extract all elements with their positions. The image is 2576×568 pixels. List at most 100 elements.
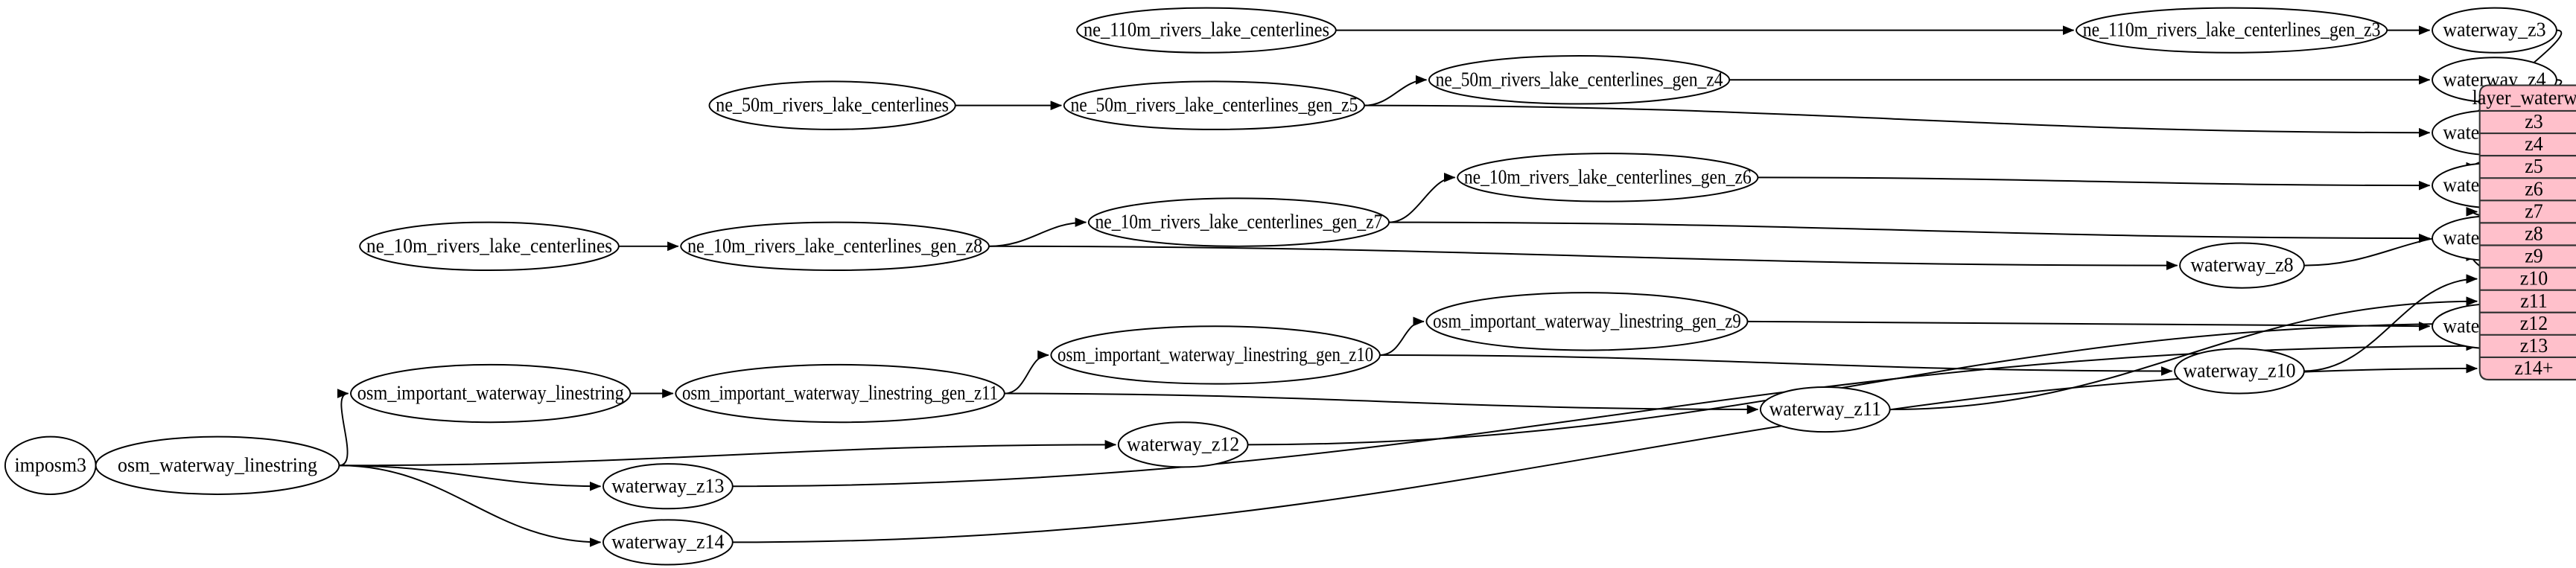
node-osm_important_waterway_linestring_gen_z11[interactable]: osm_important_waterway_linestring_gen_z1…: [675, 363, 1005, 424]
node-shape-ne_110m_rivers_lake_centerlines[interactable]: [1076, 7, 1337, 54]
node-osm_waterway_linestring[interactable]: osm_waterway_linestring: [95, 435, 340, 495]
edge-waterway_z14-to-layer_waterway-z14+: [732, 363, 2478, 543]
node-shape-waterway_z8[interactable]: [2179, 242, 2305, 289]
node-shape-osm_waterway_linestring[interactable]: [95, 435, 340, 495]
edge-osm_waterway_linestring-to-osm_important_waterway_linestring: [337, 389, 349, 467]
record-table-layer: layer_waterwayz3z4z5z6z7z8z9z10z11z12z13…: [2472, 84, 2576, 381]
edge-waterway_z12-to-layer_waterway-z12: [1247, 319, 2478, 446]
node-shape-ne_110m_rivers_lake_centerlines_gen_z3[interactable]: [2076, 7, 2388, 54]
node-waterway_z11[interactable]: waterway_z11: [1759, 386, 1891, 433]
node-ne_10m_rivers_lake_centerlines_gen_z8[interactable]: ne_10m_rivers_lake_centerlines_gen_z8: [680, 221, 990, 272]
node-label-waterway_z10: waterway_z10: [2183, 359, 2295, 382]
node-label-waterway_z8: waterway_z8: [2190, 253, 2293, 276]
edges-layer: [92, 25, 2563, 547]
node-shape-osm_important_waterway_linestring_gen_z11[interactable]: [675, 363, 1005, 424]
node-waterway_z10[interactable]: waterway_z10: [2174, 348, 2305, 395]
edge-osm_important_waterway_linestring_gen_z9-to-waterway_z9: [1747, 320, 2431, 331]
node-shape-osm_important_waterway_linestring_gen_z9[interactable]: [1425, 292, 1749, 351]
node-shape-waterway_z13[interactable]: [602, 463, 734, 510]
record-row-z7[interactable]: z7: [2525, 200, 2542, 223]
node-shape-waterway_z10[interactable]: [2174, 348, 2305, 395]
node-label-waterway_z14: waterway_z14: [611, 530, 724, 553]
edge-ne_10m_rivers_lake_centerlines_gen_z7-to-waterway_z7: [1389, 221, 2431, 243]
edge-ne_10m_rivers_lake_centerlines_gen_z7-to-ne_10m_rivers_lake_centerlines_gen_z6: [1389, 173, 1456, 223]
node-shape-ne_10m_rivers_lake_centerlines[interactable]: [359, 221, 620, 272]
node-osm_important_waterway_linestring[interactable]: osm_important_waterway_linestring: [350, 363, 632, 424]
record-row-z10[interactable]: z10: [2520, 267, 2548, 290]
node-label-waterway_z11: waterway_z11: [1769, 398, 1881, 421]
record-row-z6[interactable]: z6: [2525, 177, 2542, 200]
node-label-ne_10m_rivers_lake_centerlines_gen_z7: ne_10m_rivers_lake_centerlines_gen_z7: [1095, 210, 1382, 233]
node-ne_10m_rivers_lake_centerlines_gen_z7[interactable]: ne_10m_rivers_lake_centerlines_gen_z7: [1087, 197, 1390, 247]
edge-osm_important_waterway_linestring_gen_z10-to-osm_important_waterway_linestring_gen_z9: [1379, 316, 1425, 356]
node-ne_50m_rivers_lake_centerlines[interactable]: ne_50m_rivers_lake_centerlines: [708, 80, 956, 130]
record-row-z3[interactable]: z3: [2525, 109, 2542, 133]
edge-ne_10m_rivers_lake_centerlines_gen_z8-to-ne_10m_rivers_lake_centerlines_gen_z7: [988, 217, 1087, 247]
edge-osm_waterway_linestring-to-waterway_z13: [339, 465, 602, 491]
edge-osm_important_waterway_linestring_gen_z11-to-osm_important_waterway_linestring_gen_z10: [1004, 350, 1049, 395]
node-label-waterway_z12: waterway_z12: [1127, 433, 1239, 456]
node-label-waterway_z3: waterway_z3: [2443, 18, 2545, 41]
record-row-z11[interactable]: z11: [2520, 289, 2547, 312]
node-shape-osm_important_waterway_linestring[interactable]: [350, 363, 632, 424]
edge-waterway_z13-to-layer_waterway-z13: [732, 341, 2478, 488]
record-row-z4[interactable]: z4: [2525, 133, 2542, 156]
edge-osm_waterway_linestring-to-waterway_z12: [339, 439, 1117, 467]
record-row-z8[interactable]: z8: [2525, 222, 2542, 245]
node-waterway_z8[interactable]: waterway_z8: [2179, 242, 2305, 289]
node-label-ne_10m_rivers_lake_centerlines_gen_z6: ne_10m_rivers_lake_centerlines_gen_z6: [1464, 165, 1752, 188]
node-label-ne_110m_rivers_lake_centerlines_gen_z3: ne_110m_rivers_lake_centerlines_gen_z3: [2083, 18, 2381, 41]
node-waterway_z14[interactable]: waterway_z14: [602, 519, 734, 566]
record-row-z5[interactable]: z5: [2525, 155, 2542, 178]
node-label-ne_50m_rivers_lake_centerlines_gen_z4: ne_50m_rivers_lake_centerlines_gen_z4: [1436, 68, 1723, 91]
record-row-z14+[interactable]: z14+: [2514, 356, 2553, 379]
node-shape-waterway_z12[interactable]: [1117, 421, 1249, 468]
node-label-osm_important_waterway_linestring_gen_z10: osm_important_waterway_linestring_gen_z1…: [1058, 342, 1373, 366]
node-label-ne_10m_rivers_lake_centerlines_gen_z8: ne_10m_rivers_lake_centerlines_gen_z8: [687, 234, 982, 257]
node-osm_important_waterway_linestring_gen_z9[interactable]: osm_important_waterway_linestring_gen_z9: [1425, 292, 1749, 351]
record-row-z9[interactable]: z9: [2525, 244, 2542, 267]
node-label-osm_waterway_linestring: osm_waterway_linestring: [118, 453, 317, 476]
edge-ne_50m_rivers_lake_centerlines_gen_z5-to-ne_50m_rivers_lake_centerlines_gen_z4: [1364, 74, 1428, 106]
node-label-osm_important_waterway_linestring_gen_z11: osm_important_waterway_linestring_gen_z1…: [682, 381, 998, 404]
node-ne_110m_rivers_lake_centerlines_gen_z3[interactable]: ne_110m_rivers_lake_centerlines_gen_z3: [2076, 7, 2388, 54]
node-ne_50m_rivers_lake_centerlines_gen_z4[interactable]: ne_50m_rivers_lake_centerlines_gen_z4: [1428, 55, 1731, 105]
node-shape-ne_10m_rivers_lake_centerlines_gen_z7[interactable]: [1087, 197, 1390, 247]
node-label-ne_110m_rivers_lake_centerlines: ne_110m_rivers_lake_centerlines: [1084, 18, 1329, 41]
node-ne_110m_rivers_lake_centerlines[interactable]: ne_110m_rivers_lake_centerlines: [1076, 7, 1337, 54]
node-shape-waterway_z14[interactable]: [602, 519, 734, 566]
edge-ne_10m_rivers_lake_centerlines_gen_z8-to-waterway_z8: [988, 245, 2178, 270]
node-shape-waterway_z11[interactable]: [1759, 386, 1891, 433]
edge-ne_50m_rivers_lake_centerlines_gen_z5-to-waterway_z5: [1364, 104, 2431, 138]
node-ne_50m_rivers_lake_centerlines_gen_z5[interactable]: ne_50m_rivers_lake_centerlines_gen_z5: [1063, 80, 1365, 130]
edge-osm_important_waterway_linestring_gen_z11-to-waterway_z11: [1004, 392, 1759, 415]
node-label-ne_50m_rivers_lake_centerlines_gen_z5: ne_50m_rivers_lake_centerlines_gen_z5: [1070, 93, 1358, 116]
node-shape-ne_10m_rivers_lake_centerlines_gen_z8[interactable]: [680, 221, 990, 272]
node-ne_10m_rivers_lake_centerlines[interactable]: ne_10m_rivers_lake_centerlines: [359, 221, 620, 272]
record-title: layer_waterway: [2472, 86, 2576, 109]
node-shape-ne_50m_rivers_lake_centerlines_gen_z4[interactable]: [1428, 55, 1731, 105]
node-waterway_z13[interactable]: waterway_z13: [602, 463, 734, 510]
node-label-osm_important_waterway_linestring_gen_z9: osm_important_waterway_linestring_gen_z9: [1433, 309, 1741, 332]
node-shape-osm_important_waterway_linestring_gen_z10[interactable]: [1050, 325, 1381, 385]
node-label-osm_important_waterway_linestring: osm_important_waterway_linestring: [357, 381, 624, 404]
record-row-z13[interactable]: z13: [2520, 334, 2548, 357]
node-label-ne_50m_rivers_lake_centerlines: ne_50m_rivers_lake_centerlines: [716, 93, 949, 116]
node-shape-ne_50m_rivers_lake_centerlines[interactable]: [708, 80, 956, 130]
edge-ne_10m_rivers_lake_centerlines_gen_z6-to-waterway_z6: [1758, 176, 2431, 191]
node-shape-waterway_z3[interactable]: [2432, 7, 2557, 54]
layer-waterway-record-box: [2478, 84, 2576, 381]
node-ne_10m_rivers_lake_centerlines_gen_z6[interactable]: ne_10m_rivers_lake_centerlines_gen_z6: [1457, 153, 1759, 202]
node-shape-ne_50m_rivers_lake_centerlines_gen_z5[interactable]: [1063, 80, 1365, 130]
node-waterway_z3[interactable]: waterway_z3: [2432, 7, 2557, 54]
node-imposm3[interactable]: imposm3: [4, 435, 97, 495]
node-osm_important_waterway_linestring_gen_z10[interactable]: osm_important_waterway_linestring_gen_z1…: [1050, 325, 1381, 385]
record-row-z12[interactable]: z12: [2520, 311, 2548, 334]
node-shape-ne_10m_rivers_lake_centerlines_gen_z6[interactable]: [1457, 153, 1759, 202]
node-waterway_z12[interactable]: waterway_z12: [1117, 421, 1249, 468]
node-label-ne_10m_rivers_lake_centerlines: ne_10m_rivers_lake_centerlines: [366, 234, 612, 257]
node-label-waterway_z13: waterway_z13: [611, 474, 724, 497]
node-label-imposm3: imposm3: [14, 453, 86, 476]
